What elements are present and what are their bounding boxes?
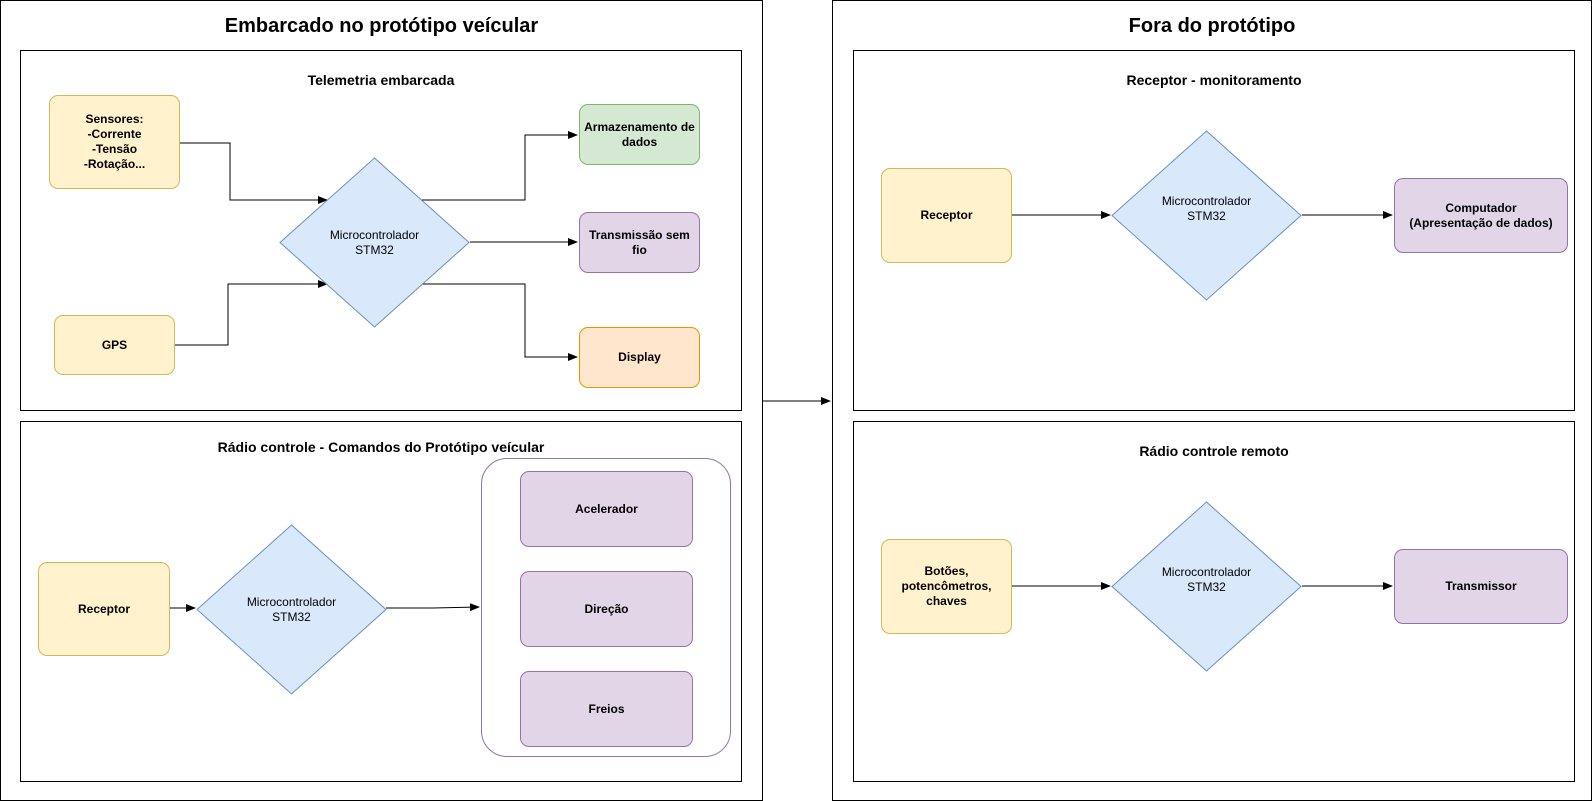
monitor-mcu-label: Microcontrolador STM32 <box>1161 193 1252 223</box>
monitoring-panel-title: Receptor - monitoramento <box>1126 72 1302 88</box>
telemetry-panel-title: Telemetria embarcada <box>307 72 455 88</box>
display-node: Display <box>579 327 700 388</box>
onboard-panel-title: Embarcado no protótipo veícular <box>224 15 539 37</box>
telemetry-mcu-diamond: Microcontrolador STM32 <box>279 157 470 328</box>
monitor-mcu-diamond: Microcontrolador STM32 <box>1111 130 1302 301</box>
steering-node: Direção <box>520 571 693 647</box>
remote-control-panel-title: Rádio controle remoto <box>1139 443 1289 459</box>
radio-mcu-diamond: Microcontrolador STM32 <box>196 524 387 695</box>
telemetry-mcu-label: Microcontrolador STM32 <box>329 227 420 257</box>
computer-node: Computador (Apresentação de dados) <box>1394 178 1568 253</box>
brakes-node: Freios <box>520 671 693 747</box>
receiver-node: Receptor <box>38 562 170 656</box>
accelerator-node: Acelerador <box>520 471 693 547</box>
offboard-panel-title: Fora do protótipo <box>1128 15 1296 37</box>
sensors-node: Sensores: -Corrente -Tensão -Rotação... <box>49 95 180 189</box>
wireless-transmission-node: Transmissão sem fio <box>579 212 700 273</box>
radio-control-panel-title: Rádio controle - Comandos do Protótipo v… <box>217 439 545 455</box>
inputs-node: Botões, potencômetros, chaves <box>881 539 1012 634</box>
gps-node: GPS <box>54 315 175 375</box>
remote-mcu-label: Microcontrolador STM32 <box>1161 564 1252 594</box>
transmitter-node: Transmissor <box>1394 549 1568 624</box>
remote-mcu-diamond: Microcontrolador STM32 <box>1111 501 1302 672</box>
radio-mcu-label: Microcontrolador STM32 <box>246 594 337 624</box>
monitor-receiver-node: Receptor <box>881 168 1012 263</box>
storage-node: Armazenamento de dados <box>579 104 700 165</box>
